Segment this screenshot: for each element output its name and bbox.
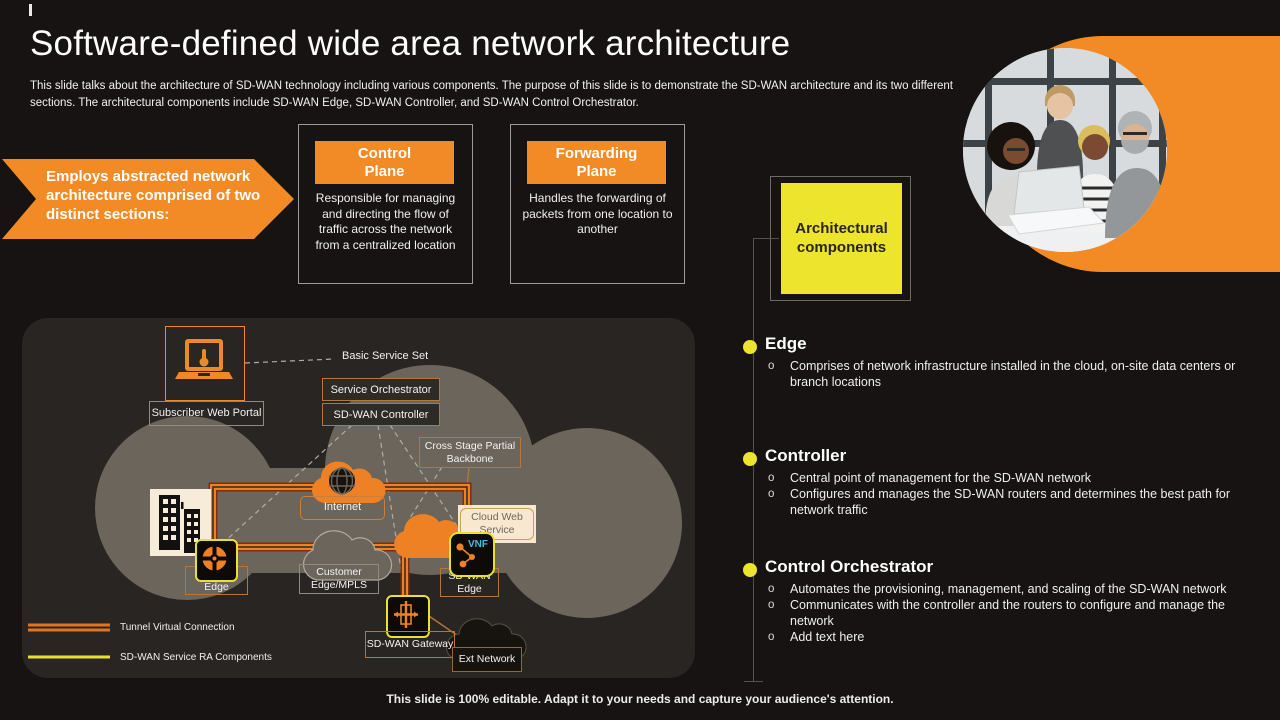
section-heading-controller: Controller [765, 446, 847, 465]
forwarding-plane-title: Forwarding Plane [555, 145, 638, 180]
section-heading-control-orchestrator: Control Orchestrator [765, 557, 934, 576]
forwarding-plane-card: Forwarding Plane Handles the forwarding … [510, 124, 685, 284]
box-sdwan-controller: SD-WAN Controller [322, 403, 440, 426]
edge-bullet-dot [743, 340, 757, 354]
list-item: Automates the provisioning, management, … [765, 581, 1245, 597]
connector-hline [753, 238, 779, 239]
control-plane-body: Responsible for managing and directing t… [315, 191, 456, 252]
legend-tunnel-virtual-connection: Tunnel Virtual Connection [120, 622, 235, 633]
box-cross-stage: Cross Stage Partial Backbone [419, 437, 521, 468]
connector-bottom-tick [744, 681, 763, 682]
label-cloud-web-service: Cloud Web Service [460, 508, 534, 540]
team-photo-illustration [963, 48, 1167, 252]
cloud-web-service-box: Cloud Web Service [458, 505, 536, 543]
list-item: Add text here [765, 629, 1245, 645]
decorative-tick [29, 4, 32, 16]
edge-bullet-list: Comprises of network infrastructure inst… [765, 358, 1245, 390]
list-item: Central point of management for the SD-W… [765, 470, 1245, 486]
sdwan-gateway-node [386, 595, 430, 638]
forwarding-plane-header: Forwarding Plane [527, 141, 666, 184]
control-plane-card: Control Plane Responsible for managing a… [298, 124, 473, 284]
arrow-banner: Employs abstracted network architecture … [2, 159, 294, 239]
label-sdwan-gateway: SD-WAN Gateway [365, 631, 455, 658]
internet-cloud [312, 461, 386, 503]
label-basic-service-set: Basic Service Set [342, 350, 429, 362]
slide-description: This slide talks about the architecture … [30, 80, 954, 110]
label-customer-edge: Customer Edge/MPLS [299, 564, 379, 594]
list-item: Communicates with the controller and the… [765, 597, 1245, 629]
controller-bullet-list: Central point of management for the SD-W… [765, 470, 1245, 518]
architectural-components-box: Architectural components [779, 181, 904, 296]
network-diagram-panel: Subscriber Web Portal Basic Service Set … [22, 318, 695, 678]
orchestrator-bullet-list: Automates the provisioning, management, … [765, 581, 1245, 645]
section-heading-edge: Edge [765, 334, 807, 353]
sdwan-edge-left-node [195, 539, 238, 582]
label-internet: Internet [300, 496, 385, 520]
forwarding-plane-body: Handles the forwarding of packets from o… [522, 191, 673, 237]
page-title: Software-defined wide area network archi… [30, 24, 791, 63]
label-ext-network: Ext Network [452, 647, 522, 672]
control-plane-header: Control Plane [315, 141, 454, 184]
legend-lines [28, 623, 110, 659]
arrow-banner-text: Employs abstracted network architecture … [46, 168, 261, 223]
vnf-icon: VNF [456, 539, 488, 568]
cloud-silhouette [95, 365, 682, 618]
architectural-components-label: Architectural components [795, 219, 888, 256]
svg-text:VNF: VNF [468, 539, 488, 550]
control-plane-title: Control Plane [357, 145, 412, 180]
label-subscriber-web-portal: Subscriber Web Portal [149, 401, 264, 426]
edge-router-icon [200, 544, 229, 573]
box-service-orchestrator: Service Orchestrator [322, 378, 440, 401]
controller-bullet-dot [743, 452, 757, 466]
team-photo [963, 48, 1167, 252]
vnf-node: VNF [449, 532, 495, 577]
legend-sdwan-service-ra-components: SD-WAN Service RA Components [120, 652, 272, 663]
customer-cloud [302, 530, 393, 581]
list-item: Comprises of network infrastructure inst… [765, 358, 1245, 390]
dashed-links [221, 358, 466, 595]
footer-note: This slide is 100% editable. Adapt it to… [386, 692, 894, 706]
orchestrator-bullet-dot [743, 563, 757, 577]
laptop-icon [175, 339, 233, 379]
subscriber-portal-frame [165, 326, 245, 401]
list-item: Configures and manages the SD-WAN router… [765, 486, 1245, 518]
globe-icon [329, 467, 355, 495]
gateway-icon [394, 601, 418, 628]
diagram-canvas [28, 358, 682, 661]
